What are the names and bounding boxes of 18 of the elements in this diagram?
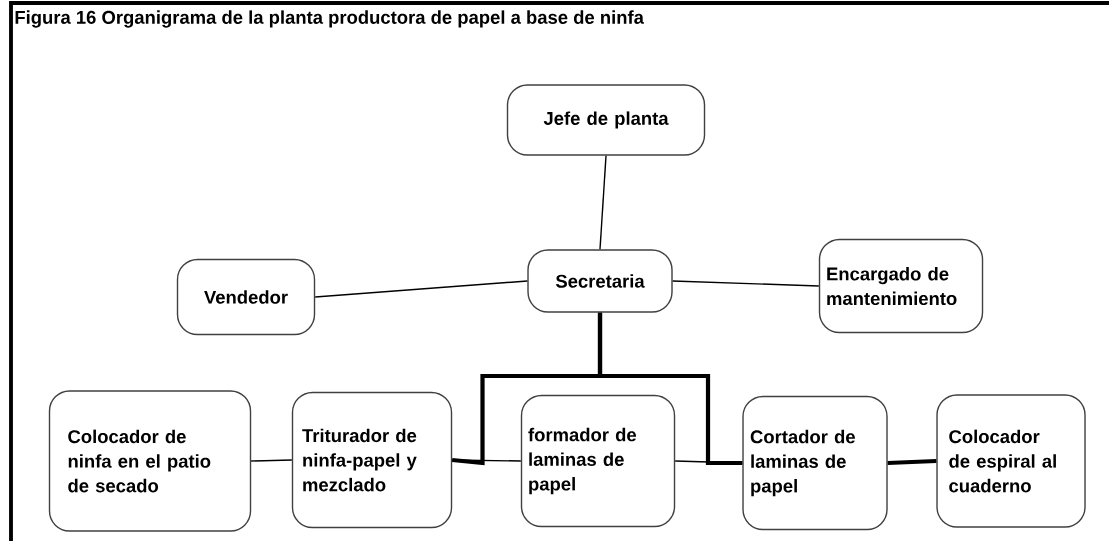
figure-title: Figura 16 Organigrama de la planta productora de papel a base de ninfa [15, 10, 644, 28]
role-box: Encargado de mantenimiento [818, 238, 984, 334]
role-box: Secretaria [527, 249, 673, 313]
connector-line [674, 460, 743, 464]
connector-line [250, 459, 293, 462]
role-box: Cortador de laminas de papel [742, 395, 888, 531]
connector-line [314, 280, 528, 298]
role-box: Jefe de planta [506, 84, 706, 156]
connector-line [887, 458, 937, 466]
role-box: Triturador de ninfa-papel y mezclado [291, 391, 453, 529]
connector-line [597, 312, 743, 466]
connector-line [672, 280, 820, 287]
role-box: Colocador de ninfa en el patio de secado [48, 390, 252, 532]
role-box: formador de laminas de papel [520, 394, 676, 528]
connector-line [599, 155, 607, 250]
role-box: Colocador de espiral al cuaderno [936, 394, 1086, 528]
role-box: Vendedor [176, 258, 316, 336]
connector-line [451, 459, 522, 462]
